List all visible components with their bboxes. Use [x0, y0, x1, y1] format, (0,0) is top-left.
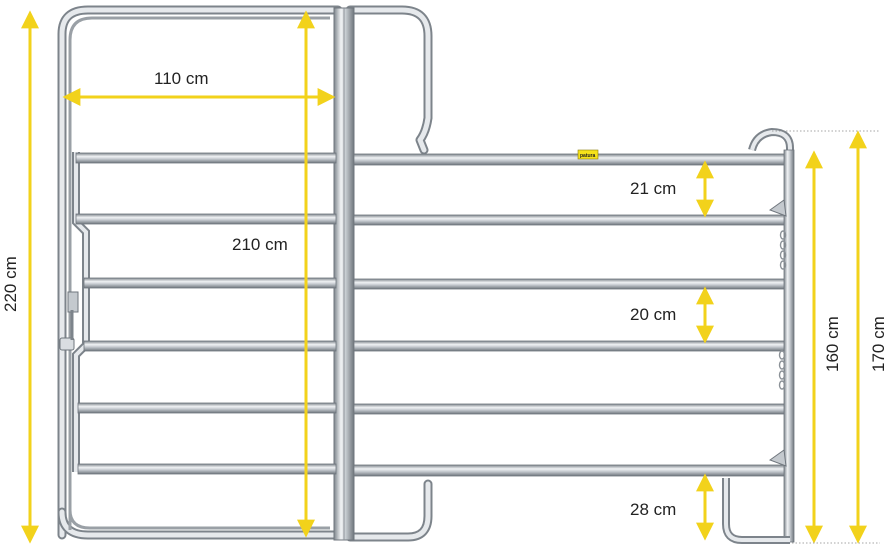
inner-frame: [68, 16, 330, 530]
guide-lines: [772, 130, 880, 544]
chain-icon: [778, 230, 787, 390]
panel-rail: [353, 214, 791, 226]
panel-rail: [353, 403, 791, 415]
label-total-height: 220 cm: [1, 256, 20, 312]
panel-rail: [353, 340, 791, 352]
label-panel-inner-height: 160 cm: [823, 316, 842, 372]
panel-rail: [353, 153, 791, 166]
panel-rail: [353, 278, 791, 290]
label-rail-gap-middle: 20 cm: [630, 305, 676, 324]
panel-rail: [353, 464, 791, 477]
hinge-icon: [768, 199, 787, 467]
label-inner-height: 210 cm: [232, 235, 288, 254]
latch-icon: [59, 291, 79, 351]
dimension-lines: [21, 10, 867, 544]
gate-leaf: [59, 152, 337, 475]
gate-rail: [83, 340, 337, 352]
label-rail-gap-top: 21 cm: [630, 179, 676, 198]
gate-rail: [77, 402, 337, 414]
label-gate-width: 110 cm: [154, 69, 209, 88]
gate-rail: [75, 213, 337, 225]
outer-frame: [57, 5, 433, 542]
gate-rail: [77, 463, 337, 475]
brand-tag: patura: [577, 149, 599, 160]
label-panel-outer-height: 170 cm: [869, 316, 886, 372]
fixed-panel: patura: [353, 127, 795, 544]
gate-rail: [83, 277, 337, 289]
label-bottom-clearance: 28 cm: [630, 500, 676, 519]
gate-rail: [75, 152, 337, 164]
brand-tag-text: patura: [580, 153, 596, 159]
